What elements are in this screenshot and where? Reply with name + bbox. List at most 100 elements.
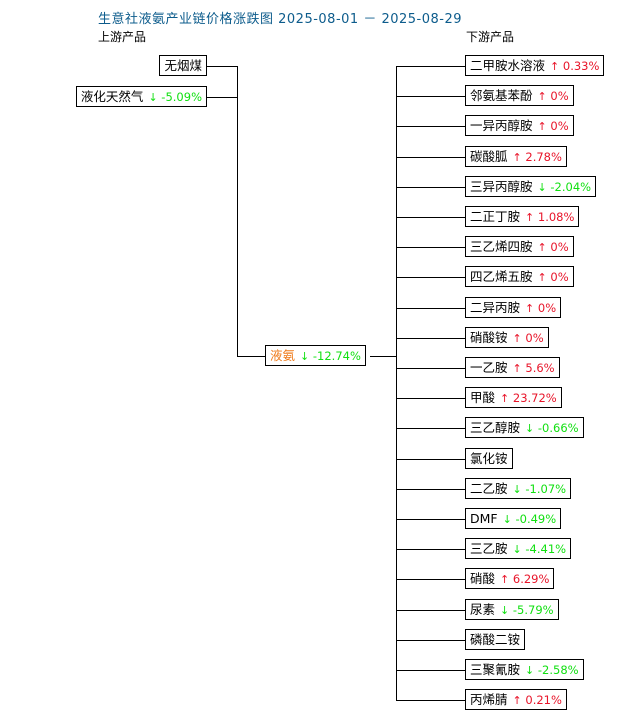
connector-line	[396, 488, 465, 490]
connector-line	[207, 96, 237, 98]
connector-line	[396, 307, 465, 309]
price-change-value: ↑ 2.78%	[512, 150, 562, 164]
node-upstream-0[interactable]: 无烟煤	[159, 55, 207, 76]
node-downstream-3[interactable]: 碳酸胍 ↑ 2.78%	[465, 146, 567, 167]
price-change-value: ↓ -5.79%	[500, 603, 554, 617]
node-downstream-17[interactable]: 硝酸↑ 6.29%	[465, 568, 555, 589]
up-arrow-icon: ↑	[525, 211, 535, 224]
up-arrow-icon: ↑	[537, 90, 547, 103]
page-title: 生意社液氨产业链价格涨跌图 2025-08-01 － 2025-08-29	[98, 12, 462, 27]
product-name: DMF	[470, 511, 498, 526]
connector-line	[396, 216, 465, 218]
node-downstream-11[interactable]: 甲酸↑ 23.72%	[465, 387, 562, 408]
connector-line	[396, 65, 465, 67]
price-change-value: ↑ 0%	[537, 119, 569, 133]
product-name: 三乙醇胺	[470, 420, 521, 435]
node-downstream-2[interactable]: 一异丙醇胺↑ 0%	[465, 115, 574, 136]
product-name: 二乙胺	[470, 481, 508, 496]
up-arrow-icon: ↑	[537, 241, 547, 254]
connector-line	[396, 367, 465, 369]
node-downstream-12[interactable]: 三乙醇胺 ↓ -0.66%	[465, 417, 584, 438]
product-name: 邻氨基苯酚	[470, 88, 533, 103]
node-downstream-19[interactable]: 磷酸二铵	[465, 629, 526, 650]
price-change-value: ↑ 1.08%	[525, 210, 575, 224]
node-downstream-9[interactable]: 硝酸铵↑ 0%	[465, 327, 549, 348]
node-downstream-4[interactable]: 三异丙醇胺↓ -2.04%	[465, 176, 597, 197]
connector-line	[396, 95, 465, 97]
product-name: 碳酸胍	[470, 149, 508, 164]
connector-line	[237, 355, 265, 357]
price-change-value: ↑ 5.6%	[512, 361, 555, 375]
node-downstream-20[interactable]: 三聚氰胺↓ -2.58%	[465, 659, 584, 680]
down-arrow-icon: ↓	[525, 664, 535, 677]
connector-line	[396, 65, 397, 700]
product-name: 液氨	[270, 348, 296, 363]
product-name: 三乙胺	[470, 541, 508, 556]
node-upstream-1[interactable]: 液化天然气↓ -5.09%	[75, 86, 207, 107]
connector-line	[396, 458, 465, 460]
up-arrow-icon: ↑	[500, 392, 510, 405]
price-change-value: ↓ -0.66%	[525, 421, 579, 435]
connector-line	[396, 397, 465, 399]
product-name: 四乙烯五胺	[470, 269, 533, 284]
node-center-液氨[interactable]: 液氨 ↓ -12.74%	[265, 345, 366, 366]
node-downstream-1[interactable]: 邻氨基苯酚 ↑ 0%	[465, 85, 574, 106]
connector-line	[396, 578, 465, 580]
up-arrow-icon: ↑	[537, 271, 547, 284]
up-arrow-icon: ↑	[512, 332, 522, 345]
down-arrow-icon: ↓	[512, 483, 522, 496]
product-name: 二甲胺水溶液	[470, 58, 546, 73]
node-downstream-5[interactable]: 二正丁胺 ↑ 1.08%	[465, 206, 580, 227]
connector-line	[396, 246, 465, 248]
price-change-value: ↓ -12.74%	[300, 349, 361, 363]
node-downstream-18[interactable]: 尿素 ↓ -5.79%	[465, 599, 559, 620]
up-arrow-icon: ↑	[512, 362, 522, 375]
up-arrow-icon: ↑	[500, 573, 510, 586]
product-name: 一乙胺	[470, 360, 508, 375]
product-name: 硝酸	[470, 571, 496, 586]
product-name: 三乙烯四胺	[470, 239, 533, 254]
price-change-value: ↓ -2.04%	[537, 180, 592, 194]
connector-line	[396, 125, 465, 127]
node-downstream-0[interactable]: 二甲胺水溶液↑ 0.33%	[465, 55, 605, 76]
connector-line	[396, 337, 465, 339]
connector-line	[370, 355, 396, 357]
node-downstream-14[interactable]: 二乙胺 ↓ -1.07%	[465, 478, 572, 499]
down-arrow-icon: ↓	[502, 513, 512, 526]
price-change-value: ↑ 0.21%	[512, 693, 562, 707]
connector-line	[396, 639, 465, 641]
node-downstream-13[interactable]: 氯化铵	[465, 448, 513, 469]
down-arrow-icon: ↓	[300, 350, 310, 363]
connector-line	[237, 65, 238, 356]
price-change-value: ↓ -2.58%	[525, 663, 579, 677]
node-downstream-8[interactable]: 二异丙胺↑ 0%	[465, 297, 562, 318]
downstream-column-header: 下游产品	[466, 30, 515, 44]
product-name: 二正丁胺	[470, 209, 521, 224]
node-downstream-7[interactable]: 四乙烯五胺 ↑ 0%	[465, 266, 574, 287]
price-change-value: ↓ -1.07%	[512, 482, 567, 496]
down-arrow-icon: ↓	[525, 422, 535, 435]
node-downstream-6[interactable]: 三乙烯四胺 ↑ 0%	[465, 236, 574, 257]
node-downstream-10[interactable]: 一乙胺 ↑ 5.6%	[465, 357, 560, 378]
price-change-value: ↑ 0%	[537, 240, 569, 254]
node-downstream-21[interactable]: 丙烯腈 ↑ 0.21%	[465, 689, 567, 710]
node-downstream-15[interactable]: DMF↓ -0.49%	[465, 508, 562, 529]
connector-line	[396, 518, 465, 520]
product-name: 尿素	[470, 602, 496, 617]
connector-line	[396, 427, 465, 429]
up-arrow-icon: ↑	[512, 151, 522, 164]
price-change-value: ↑ 0%	[537, 270, 569, 284]
product-name: 硝酸铵	[470, 330, 508, 345]
up-arrow-icon: ↑	[537, 120, 547, 133]
connector-line	[396, 669, 465, 671]
price-change-value: ↑ 0%	[537, 89, 569, 103]
product-name: 甲酸	[470, 390, 496, 405]
product-name: 磷酸二铵	[470, 632, 521, 647]
down-arrow-icon: ↓	[148, 91, 158, 104]
up-arrow-icon: ↑	[550, 60, 560, 73]
product-name: 液化天然气	[80, 89, 144, 104]
node-downstream-16[interactable]: 三乙胺↓ -4.41%	[465, 538, 572, 559]
product-name: 二异丙胺	[470, 300, 521, 315]
product-name: 丙烯腈	[470, 692, 508, 707]
